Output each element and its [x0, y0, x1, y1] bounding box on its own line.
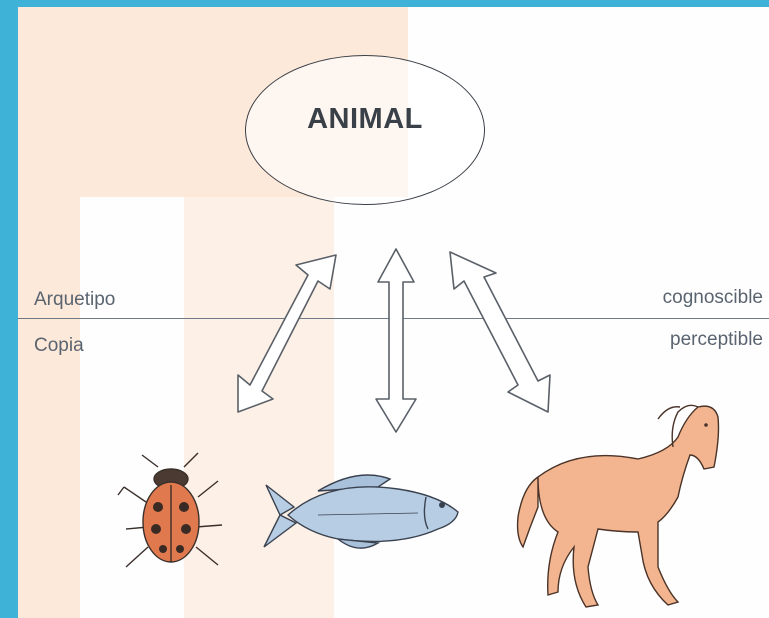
arrows-and-animals — [18, 7, 769, 618]
arrow-center — [376, 249, 416, 432]
arrow-right — [450, 252, 550, 412]
diagram-card: Arquetipo Copia cognoscible perceptible … — [18, 7, 769, 618]
fish-icon — [264, 475, 458, 548]
arrow-left — [238, 255, 336, 412]
horse-icon — [518, 405, 719, 607]
ladybug-icon — [118, 453, 222, 567]
